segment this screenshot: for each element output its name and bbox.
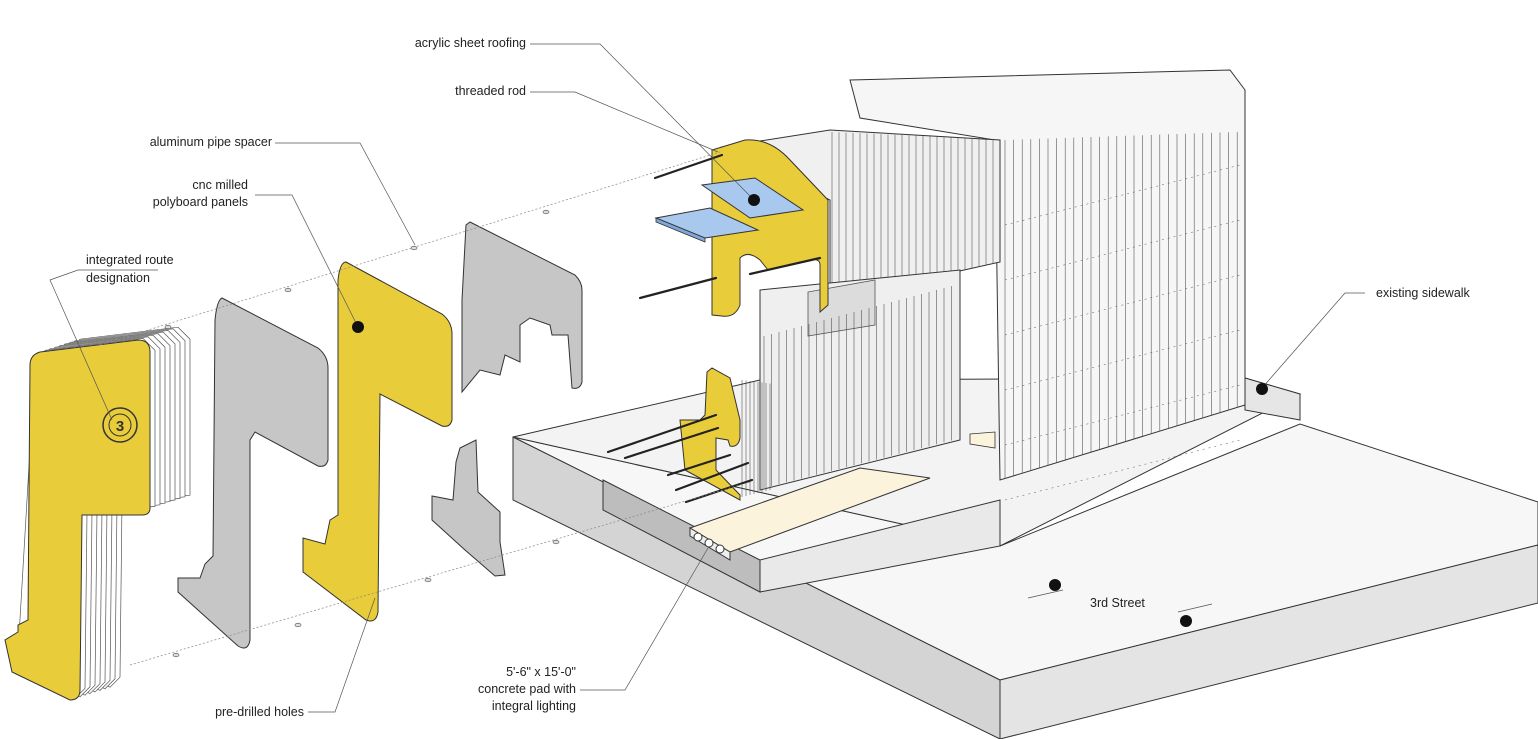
threaded-rod — [653, 153, 724, 180]
back-bolt-row — [1004, 164, 1241, 226]
label-cnc-milled: cnc milled — [192, 178, 248, 192]
pipe-spacer — [424, 577, 432, 583]
threaded-rod — [674, 461, 750, 492]
route-number-3: 3 — [116, 418, 124, 435]
threaded-rod — [623, 426, 720, 460]
alignment-lines — [99, 151, 751, 666]
aluminum-pipe-spacers — [164, 209, 560, 658]
label-acrylic-roofing: acrylic sheet roofing — [414, 36, 526, 50]
integral-lighting-strip — [688, 431, 996, 561]
pipe-spacer — [164, 324, 172, 330]
label-3rd-street: 3rd Street — [1090, 596, 1145, 610]
shelter-back-slats — [1004, 131, 1241, 501]
threaded-rod — [666, 453, 732, 477]
label-route-designation-2: designation — [86, 271, 150, 285]
label-route-designation-1: integrated route — [86, 253, 174, 267]
pipe-spacer — [542, 209, 550, 215]
canopy-slats — [831, 132, 994, 300]
threaded-rod — [606, 413, 718, 454]
shelter-back-block — [849, 69, 1246, 481]
back-bolt-row — [1004, 219, 1241, 281]
label-pad-size: 5'-6" x 15'-0" — [506, 665, 576, 679]
grey-panel-1 — [177, 297, 329, 649]
threaded-rod — [684, 478, 754, 504]
leader-lines — [49, 43, 1365, 713]
pipe-spacer — [172, 652, 180, 658]
back-bolt-row — [1004, 439, 1241, 501]
label-pad-concrete: concrete pad with — [478, 682, 576, 696]
threaded-rod — [638, 276, 718, 300]
yellow-panel-2 — [302, 261, 453, 622]
leader-dots — [352, 194, 1268, 627]
label-existing-sidewalk: existing sidewalk — [1376, 286, 1470, 300]
shelter-back-wall — [759, 269, 961, 491]
label-pre-drilled-holes: pre-drilled holes — [215, 705, 304, 719]
pipe-spacer — [552, 539, 560, 545]
label-pad-lighting: integral lighting — [491, 699, 576, 713]
pipe-spacer — [294, 622, 302, 628]
bench-slats — [741, 380, 771, 497]
back-bolt-row — [1004, 329, 1241, 391]
wall-slats — [763, 286, 952, 488]
exploded-stack: 3 — [4, 326, 191, 701]
label-polyboard: polyboard panels — [152, 195, 248, 209]
label-pipe-spacer: aluminum pipe spacer — [149, 135, 272, 149]
back-bolt-row — [1004, 274, 1241, 336]
back-bolt-row — [1004, 384, 1241, 446]
threaded-rods — [606, 153, 822, 504]
label-threaded-rod: threaded rod — [455, 84, 526, 98]
threaded-rod — [748, 256, 822, 276]
pipe-spacer — [284, 287, 292, 293]
pipe-spacer — [410, 245, 418, 251]
grey-panel-3 — [431, 221, 583, 577]
